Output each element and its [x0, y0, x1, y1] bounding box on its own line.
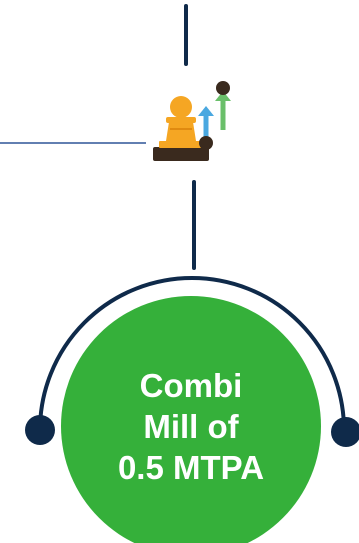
chess-pawn-growth-icon	[153, 81, 231, 161]
milestone-arc	[38, 276, 346, 431]
milestone-label-line-3: 0.5 MTPA	[117, 449, 265, 486]
milestone-label: Combi Mill of 0.5 MTPA	[85, 365, 297, 488]
arc-right-dot	[331, 417, 359, 447]
arc-left-dot	[25, 415, 55, 445]
milestone-label-line-2: Mill of	[143, 408, 239, 445]
milestone-circle	[61, 296, 321, 543]
milestone-label-line-1: Combi	[139, 367, 243, 404]
